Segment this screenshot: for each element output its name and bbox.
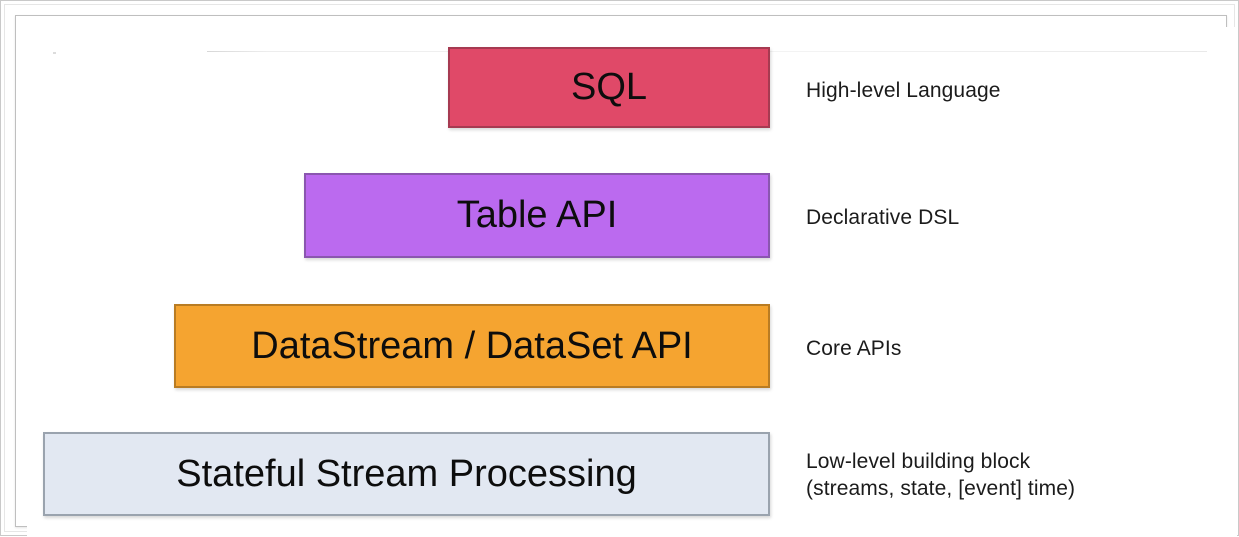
layer-box-stateful-stream-processing[interactable]: Stateful Stream Processing bbox=[43, 432, 770, 516]
layer-box-table-api[interactable]: Table API bbox=[304, 173, 770, 258]
slide-middle-frame: SQL High-level Language Table API Declar… bbox=[4, 4, 1237, 537]
layer-label-sql: High-level Language bbox=[806, 79, 1001, 102]
layer-box-sql[interactable]: SQL bbox=[448, 47, 770, 128]
top-corner-speck bbox=[53, 52, 56, 54]
slide-inner-frame: SQL High-level Language Table API Declar… bbox=[15, 15, 1237, 537]
layer-label-stateful-stream-processing: Low-level building block (streams, state… bbox=[806, 450, 1076, 500]
diagram-canvas: SQL High-level Language Table API Declar… bbox=[27, 27, 1237, 537]
layer-label-datastream-dataset-api: Core APIs bbox=[806, 337, 902, 360]
layer-label-table-api: Declarative DSL bbox=[806, 206, 960, 229]
layer-box-datastream-dataset-api[interactable]: DataStream / DataSet API bbox=[174, 304, 770, 388]
